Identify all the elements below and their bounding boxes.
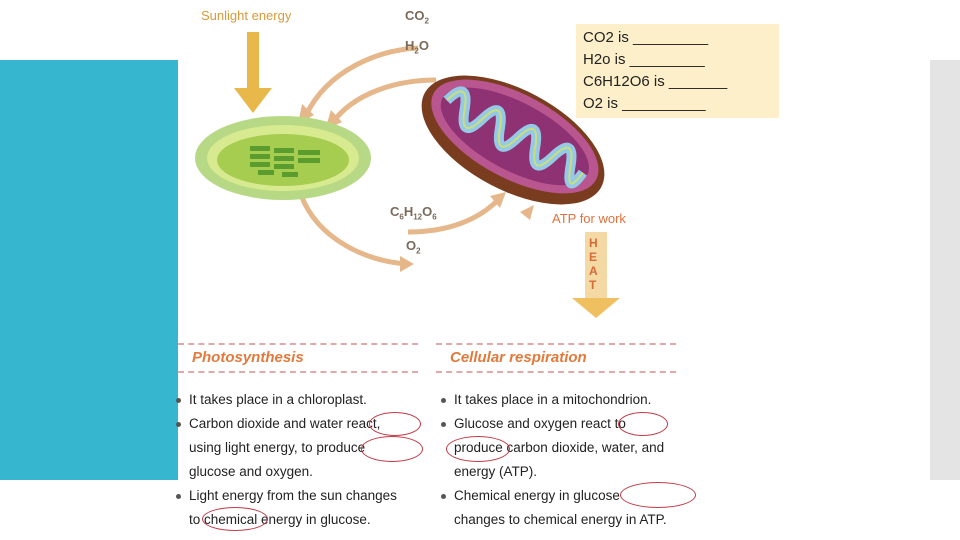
photosynthesis-heading: Photosynthesis — [178, 343, 418, 373]
list-item-continued: using light energy, to produce — [189, 440, 366, 455]
o2-label: O2 — [406, 238, 421, 256]
respiration-heading: Cellular respiration — [436, 343, 676, 373]
heat-letter-e: E — [589, 250, 598, 264]
circle-mark-produce — [361, 436, 423, 462]
list-item-continued: changes to chemical energy in ATP. — [454, 512, 667, 527]
note-line-glucose: C6H12O6 is _______ — [583, 73, 728, 90]
heat-letter-h: H — [589, 236, 598, 250]
photosynthesis-title: Photosynthesis — [192, 349, 304, 366]
circle-mark-react — [369, 412, 421, 436]
circle-mark-glucose — [620, 482, 696, 508]
list-item-continued: energy (ATP). — [454, 464, 538, 479]
teal-side-band — [0, 60, 178, 480]
sunlight-energy-label: Sunlight energy — [201, 8, 292, 23]
mitochondrion-icon — [421, 75, 605, 205]
heat-letter-t: T — [589, 278, 597, 292]
list-item-continued: glucose and oxygen. — [189, 464, 313, 479]
circle-mark-chemical — [202, 507, 268, 531]
list-item: Light energy from the sun changes — [175, 484, 420, 508]
heat-letter-a: A — [589, 264, 598, 278]
cycle-diagram-graphic — [195, 32, 620, 318]
glucose-formula-label: C6H12O6 — [390, 204, 437, 222]
grey-side-band — [930, 60, 960, 480]
circle-mark-react-2 — [618, 412, 668, 436]
respiration-list: It takes place in a mitochondrion. Gluco… — [440, 388, 685, 532]
sunlight-arrow-icon — [234, 32, 272, 113]
list-item: It takes place in a chloroplast. — [175, 388, 420, 412]
photosynthesis-list: It takes place in a chloroplast. Carbon … — [175, 388, 420, 532]
list-item: Carbon dioxide and water react, — [175, 412, 420, 436]
fill-in-note-box: CO2 is _________ H2o is _________ C6H12O… — [576, 24, 779, 118]
heat-arrow-icon — [572, 232, 620, 318]
cycle-arrows-icon — [298, 45, 500, 267]
heat-label: H E A T — [576, 234, 616, 316]
atp-for-work-label: ATP for work — [552, 211, 626, 226]
list-item: Glucose and oxygen react to — [440, 412, 685, 436]
chloroplast-icon — [195, 116, 371, 200]
respiration-title: Cellular respiration — [450, 349, 587, 366]
circle-mark-produce-2 — [446, 436, 510, 462]
list-item: Chemical energy in glucose — [440, 484, 685, 508]
note-line-co2: CO2 is _________ — [583, 29, 709, 46]
co2-label: CO2 — [405, 8, 429, 26]
note-line-o2: O2 is __________ — [583, 95, 706, 112]
note-line-h2o: H2o is _________ — [583, 51, 705, 68]
list-item: It takes place in a mitochondrion. — [440, 388, 685, 412]
h2o-label: H2O — [405, 38, 429, 56]
